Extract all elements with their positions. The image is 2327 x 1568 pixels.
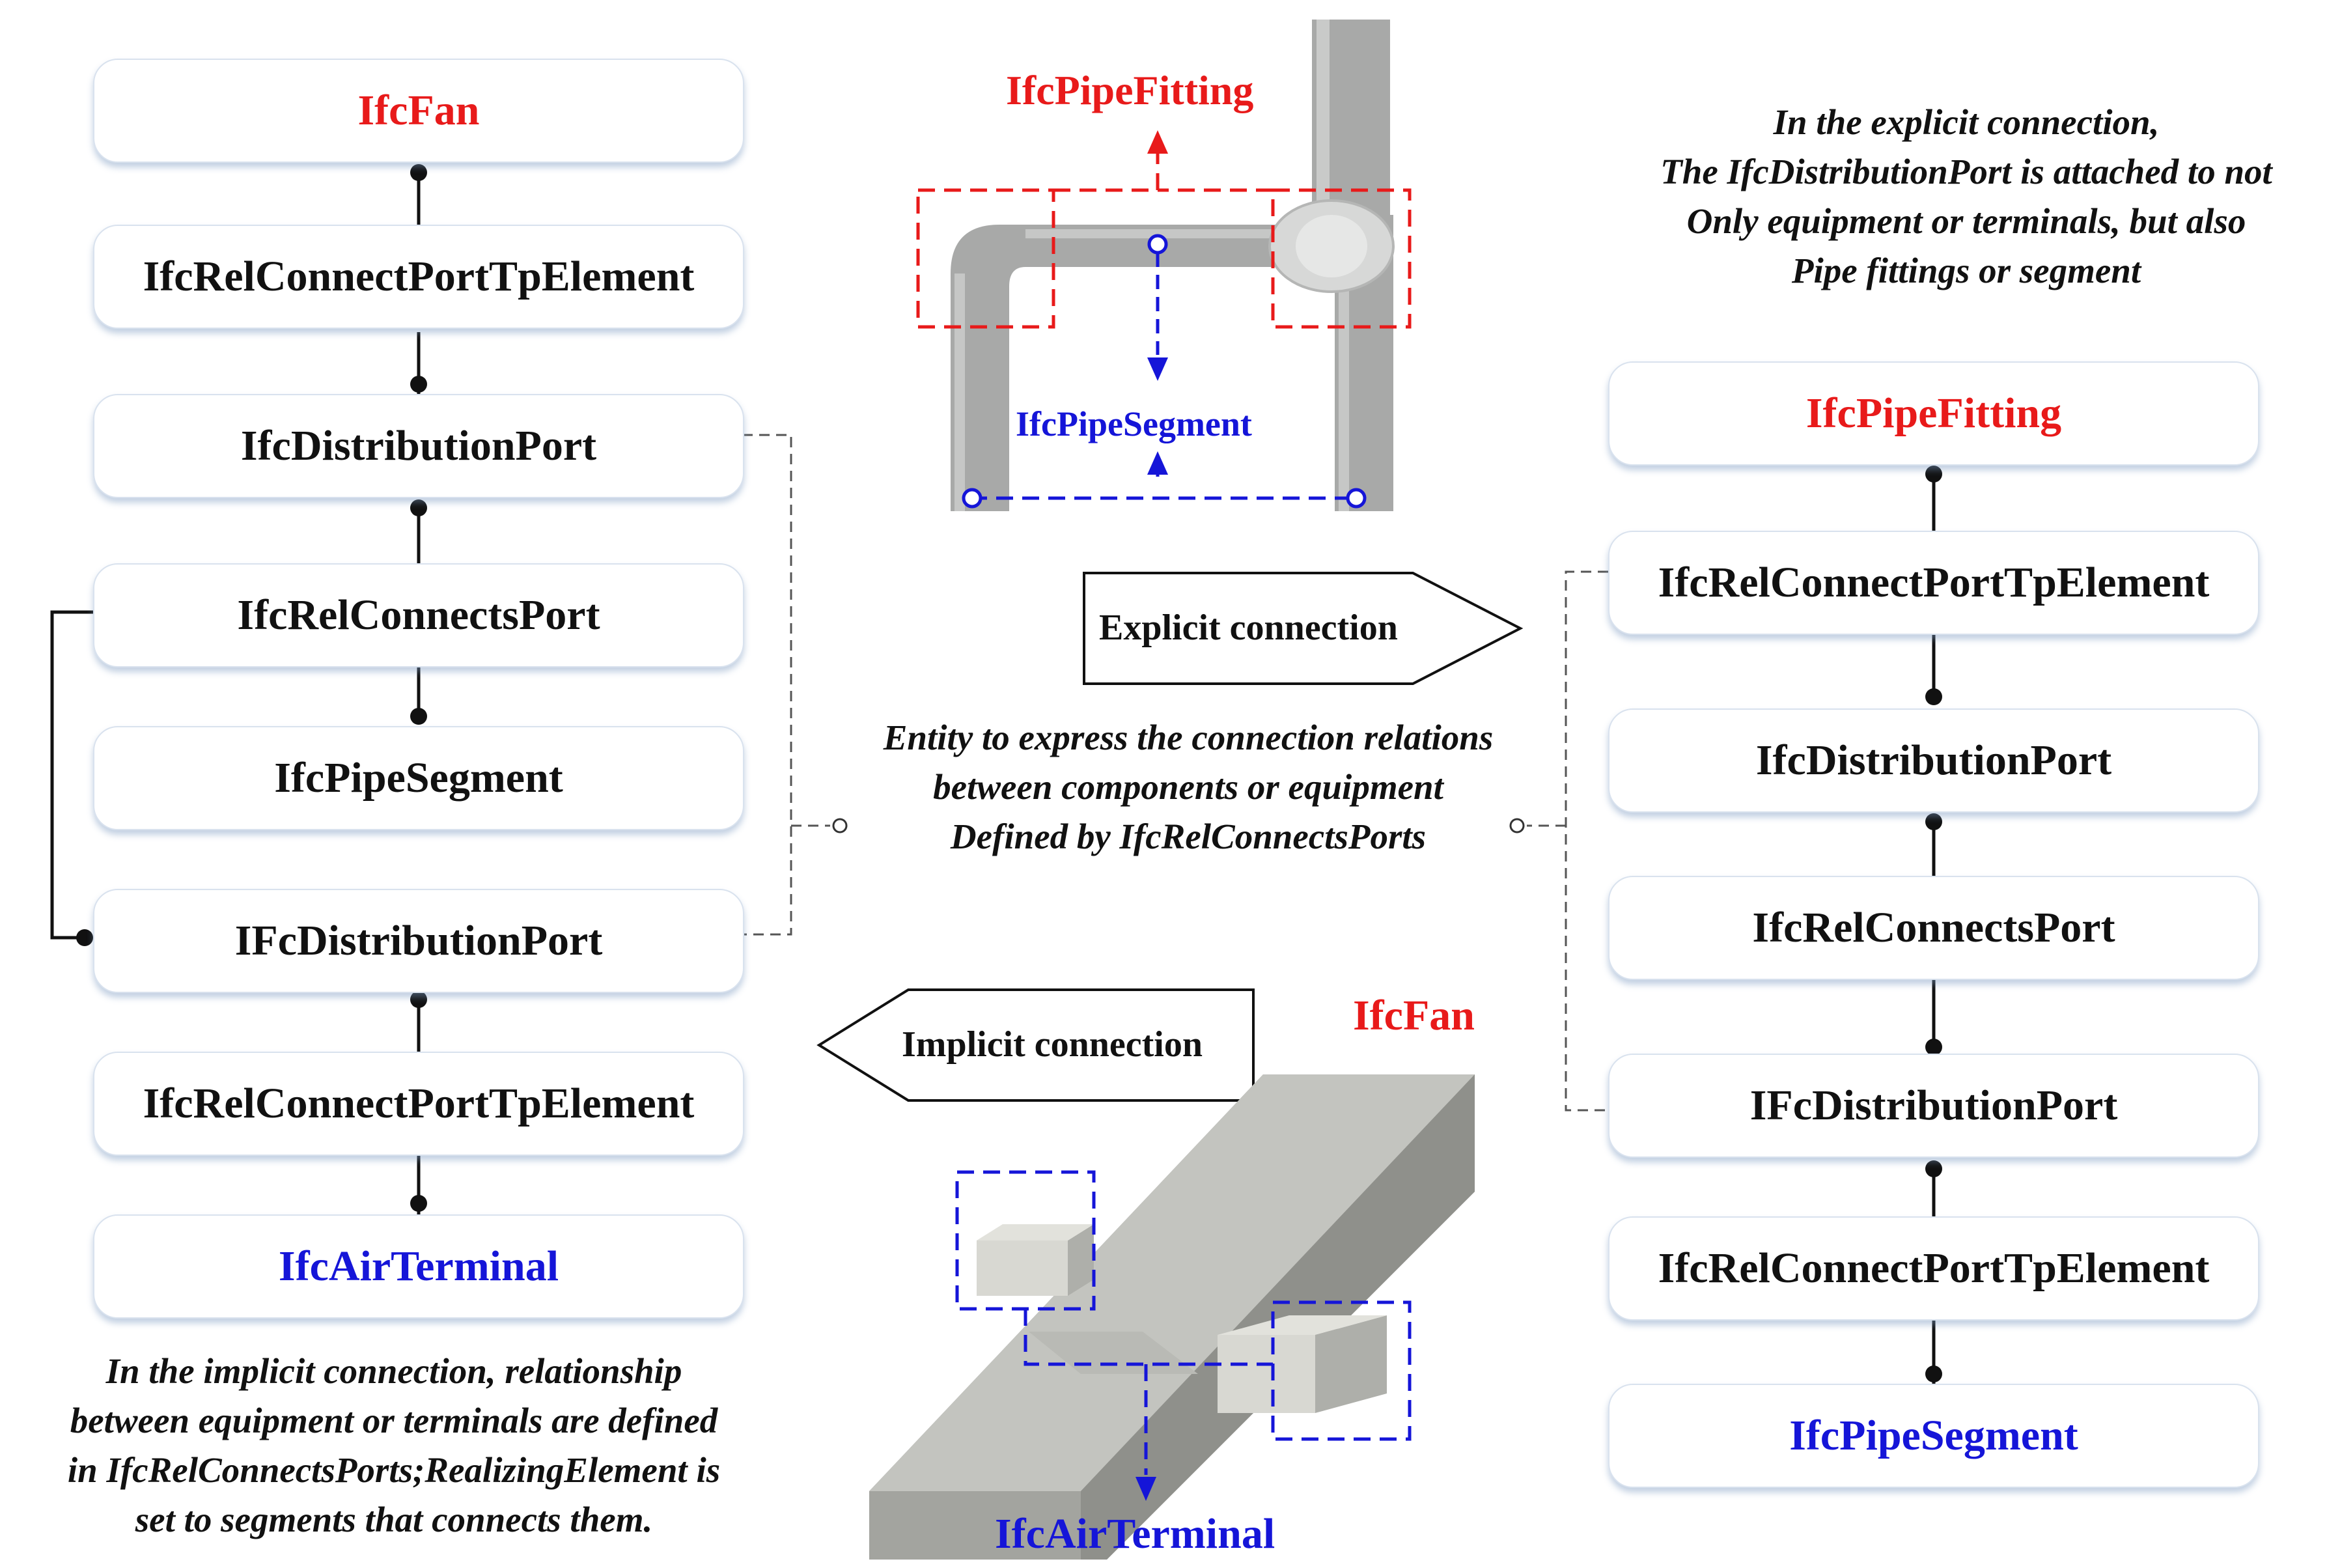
explicit-note-line-4: Pipe fittings or segment	[1791, 251, 2141, 290]
implicit-connection-label: Implicit connection	[902, 1024, 1203, 1065]
pipe-fitting-label: IfcPipeFitting	[1006, 67, 1254, 113]
entity-note: Entity to express the connection relatio…	[884, 713, 1494, 861]
pipe-fitting-dashed-boxes	[916, 153, 1412, 329]
explicit-note-line-3: Only equipment or terminals, but also	[1686, 201, 2246, 241]
left-chain-dots	[76, 164, 427, 1212]
pipe-segment-up-arrowhead	[1147, 451, 1168, 475]
explicit-connection-label: Explicit connection	[1099, 608, 1398, 648]
air-terminal-arrowhead	[1136, 1477, 1156, 1501]
right-box-relconnectporttoelement-1: IfcRelConnectPortTpElement	[1608, 531, 2259, 635]
right-box-distributionport-2: IFcDistributionPort	[1608, 1054, 2259, 1158]
pipe-fitting-arrowhead	[1147, 130, 1168, 154]
fan-label: IfcFan	[1353, 992, 1475, 1039]
pipe-segment-label: IfcPipeSegment	[1016, 404, 1252, 443]
right-box-pipesegment: IfcPipeSegment	[1608, 1384, 2259, 1488]
bracket-right-end-circle	[1509, 818, 1525, 833]
entity-note-line-2: between components or equipment	[933, 767, 1443, 807]
implicit-note-line-4: set to segments that connects them.	[135, 1500, 653, 1539]
pipe-segment-down-arrowhead	[1147, 357, 1168, 381]
implicit-note-line-2: between equipment or terminals are defin…	[70, 1401, 718, 1440]
left-box-relconnectporttoelement-2: IfcRelConnectPortTpElement	[93, 1052, 744, 1156]
implicit-arrow-shape	[816, 988, 1255, 1102]
explicit-note-line-1: In the explicit connection,	[1773, 102, 2160, 142]
left-box-distributionport-1: IfcDistributionPort	[93, 394, 744, 498]
implicit-note-line-3: in IfcRelConnectsPorts;RealizingElement …	[67, 1450, 721, 1490]
left-box-pipesegment: IfcPipeSegment	[93, 726, 744, 830]
implicit-note-line-1: In the implicit connection, relationship	[105, 1351, 682, 1391]
right-box-relconnectsport: IfcRelConnectsPort	[1608, 876, 2259, 980]
air-terminal-label: IfcAirTerminal	[995, 1510, 1275, 1558]
explicit-note-line-2: The IfcDistributionPort is attached to n…	[1660, 152, 2272, 191]
pipe-illustration	[951, 20, 1395, 511]
entity-note-line-3: Defined by IfcRelConnectsPorts	[950, 817, 1427, 856]
implicit-note: In the implicit connection, relationship…	[68, 1347, 720, 1545]
right-box-pipefitting: IfcPipeFitting	[1608, 361, 2259, 466]
right-chain-dots	[1925, 466, 1942, 1382]
dashed-brackets	[742, 434, 1608, 1112]
left-box-distributionport-2: IFcDistributionPort	[93, 889, 744, 993]
left-box-relconnectporttoelement-1: IfcRelConnectPortTpElement	[93, 225, 744, 329]
left-box-airterminal: IfcAirTerminal	[93, 1214, 744, 1319]
entity-note-line-1: Entity to express the connection relatio…	[883, 718, 1494, 757]
explicit-arrow-shape	[1083, 572, 1524, 685]
air-terminal-dashed-boxes	[955, 1170, 1412, 1475]
right-box-distributionport-1: IfcDistributionPort	[1608, 708, 2259, 813]
duct-illustration	[869, 1074, 1475, 1560]
left-box-ifcfan: IfcFan	[93, 59, 744, 163]
explicit-note: In the explicit connection, The IfcDistr…	[1660, 98, 2272, 296]
left-box-relconnectsport: IfcRelConnectsPort	[93, 563, 744, 667]
right-box-relconnectporttoelement-2: IfcRelConnectPortTpElement	[1608, 1216, 2259, 1321]
bracket-left-end-circle	[832, 818, 848, 833]
